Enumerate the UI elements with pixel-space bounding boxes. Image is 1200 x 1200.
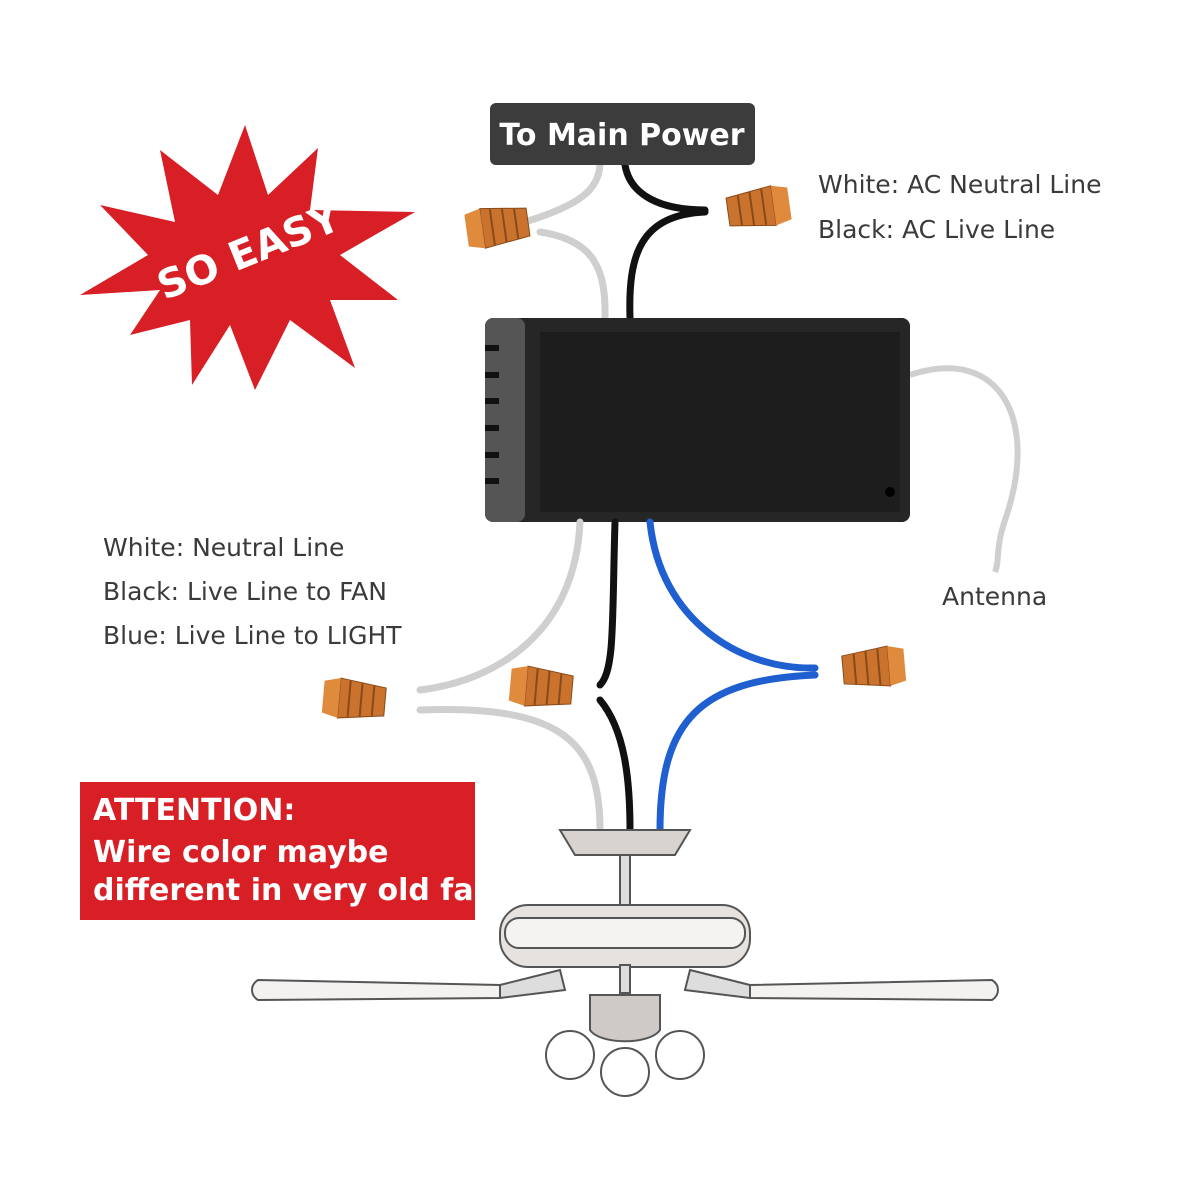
main-power-wires (521, 161, 709, 322)
main-power-box: To Main Power (490, 103, 755, 165)
wire-connector (507, 663, 575, 711)
attention-title: ATTENTION: (93, 793, 295, 828)
remote-receiver (485, 318, 910, 522)
antenna-label: Antenna (942, 582, 1047, 611)
antenna-wire (909, 365, 1021, 574)
attention-box: ATTENTION: Wire color maybe different in… (80, 782, 506, 920)
wire-connector (724, 182, 794, 233)
wire-connector (462, 201, 532, 252)
fan-wires (416, 518, 819, 834)
so-easy-badge: SO EASY (80, 125, 415, 390)
main-power-label: To Main Power (499, 118, 744, 153)
svg-text:ATTENTION: Wire color ma: ATTENTION: Wire color maybe different in… (93, 793, 506, 908)
main-legend: White: AC Neutral Line Black: AC Live Li… (818, 170, 1109, 244)
wire-connector (320, 675, 388, 723)
ceiling-fan (251, 829, 999, 1097)
fan-legend: White: Neutral Line Black: Live Line to … (103, 533, 402, 650)
wire-connector (840, 643, 908, 691)
